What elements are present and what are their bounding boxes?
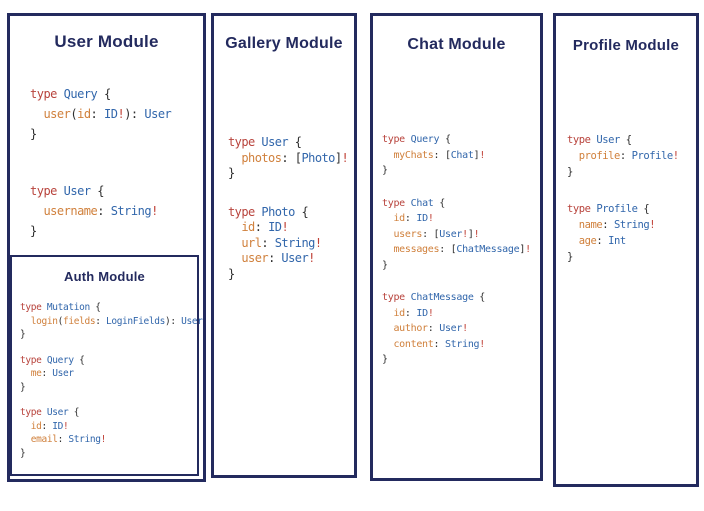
panel-user-module: User Module type Query { user(id: ID!): … bbox=[7, 13, 206, 482]
panel-gallery-module: Gallery Module type User { photos: [Phot… bbox=[211, 13, 357, 478]
auth-module-schema-code: type Mutation { login(fields: LoginField… bbox=[20, 302, 203, 459]
user-module-schema-code: type Query { user(id: ID!): User}type Us… bbox=[30, 87, 172, 238]
panel-auth-module: Auth Module type Mutation { login(fields… bbox=[10, 255, 203, 476]
chat-module-schema-code: type Query { myChats: [Chat]!}type Chat … bbox=[382, 134, 531, 365]
profile-module-schema-code: type User { profile: Profile!}type Profi… bbox=[567, 134, 679, 263]
chat-module-title: Chat Module bbox=[407, 36, 506, 53]
auth-module-title: Auth Module bbox=[64, 269, 145, 284]
gallery-module-title: Gallery Module bbox=[225, 35, 343, 52]
profile-module-title: Profile Module bbox=[572, 37, 680, 54]
panel-profile-module: Profile Module type User { profile: Prof… bbox=[553, 13, 699, 487]
panel-chat-module: Chat Module type Query { myChats: [Chat]… bbox=[370, 13, 543, 481]
gallery-module-schema-code: type User { photos: [Photo]!}type Photo … bbox=[228, 135, 349, 281]
user-module-title: User Module bbox=[54, 32, 159, 51]
